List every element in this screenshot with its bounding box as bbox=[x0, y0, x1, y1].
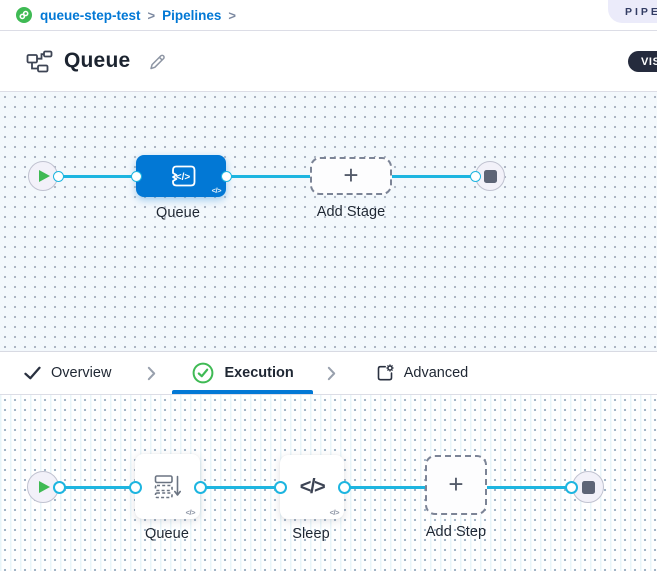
tab-execution[interactable]: Execution bbox=[192, 362, 294, 384]
chevron-right-icon bbox=[327, 366, 336, 381]
connector-port bbox=[52, 170, 64, 182]
title-bar: Queue VISUAL bbox=[0, 31, 657, 92]
connector-port bbox=[130, 170, 142, 182]
custom-stage-icon: </> bbox=[172, 165, 196, 186]
step-label: Sleep bbox=[292, 526, 330, 542]
step-node-sleep[interactable]: </> </> bbox=[280, 455, 344, 519]
step-label: Queue bbox=[144, 526, 190, 542]
breadcrumb: queue-step-test > Pipelines > PIPELINE S… bbox=[0, 0, 657, 31]
stage-label: Queue bbox=[155, 205, 201, 221]
connector-port bbox=[193, 480, 207, 494]
stage-connector-line bbox=[58, 175, 475, 178]
add-step-label: Add Step bbox=[425, 524, 487, 540]
page-title: Queue bbox=[64, 49, 131, 72]
breadcrumb-project-link[interactable]: queue-step-test bbox=[40, 7, 141, 23]
harness-logo-icon[interactable] bbox=[16, 7, 32, 23]
tab-advanced-label: Advanced bbox=[403, 365, 469, 381]
connector-port bbox=[52, 480, 66, 494]
svg-text:</>: </> bbox=[176, 171, 191, 182]
play-icon bbox=[39, 481, 50, 493]
edit-pipeline-name-button[interactable] bbox=[148, 52, 167, 71]
pipeline-icon bbox=[26, 50, 53, 73]
visual-yaml-toggle[interactable]: VISUAL bbox=[628, 51, 657, 72]
step-node-queue[interactable]: </> bbox=[135, 454, 200, 519]
stage-config-tabs: Overview Execution Advanced bbox=[0, 351, 657, 395]
queue-step-icon bbox=[154, 475, 181, 499]
connector-port bbox=[337, 480, 351, 494]
stage-canvas[interactable]: </> </> + Queue Add Stage bbox=[0, 92, 657, 351]
plus-icon: + bbox=[343, 159, 359, 190]
breadcrumb-separator: > bbox=[228, 7, 236, 23]
connector-port bbox=[469, 170, 481, 182]
execution-step-canvas[interactable]: </> </> </> + Queue Sleep Add Step bbox=[0, 395, 657, 571]
code-badge-icon: </> bbox=[329, 508, 340, 517]
active-tab-underline bbox=[172, 390, 313, 394]
plus-icon: + bbox=[448, 468, 464, 499]
code-badge-icon: </> bbox=[211, 186, 222, 195]
tab-overview-label: Overview bbox=[51, 365, 112, 381]
add-step-button[interactable]: + bbox=[425, 455, 487, 515]
connector-port bbox=[220, 170, 232, 182]
tab-advanced[interactable]: Advanced bbox=[376, 364, 469, 382]
add-stage-label: Add Stage bbox=[316, 204, 386, 220]
breadcrumb-pipelines-link[interactable]: Pipelines bbox=[162, 7, 222, 23]
advanced-settings-icon bbox=[377, 364, 394, 381]
connector-port bbox=[128, 480, 142, 494]
play-icon bbox=[39, 170, 50, 182]
stop-icon bbox=[483, 169, 497, 183]
connector-port bbox=[273, 480, 287, 494]
code-badge-icon: </> bbox=[185, 508, 196, 517]
chevron-right-icon bbox=[147, 366, 156, 381]
success-check-icon bbox=[193, 362, 214, 384]
tab-execution-label: Execution bbox=[224, 365, 294, 381]
tab-overview[interactable]: Overview bbox=[24, 365, 111, 381]
stage-node-queue[interactable]: </> </> bbox=[136, 155, 226, 197]
breadcrumb-separator: > bbox=[147, 7, 156, 23]
add-stage-button[interactable]: + bbox=[310, 157, 392, 195]
stop-icon bbox=[581, 480, 595, 494]
code-step-icon: </> bbox=[299, 475, 326, 498]
pipeline-studio-badge: PIPELINE STUDIO bbox=[608, 0, 657, 23]
check-icon bbox=[24, 366, 41, 380]
connector-port bbox=[564, 480, 578, 494]
